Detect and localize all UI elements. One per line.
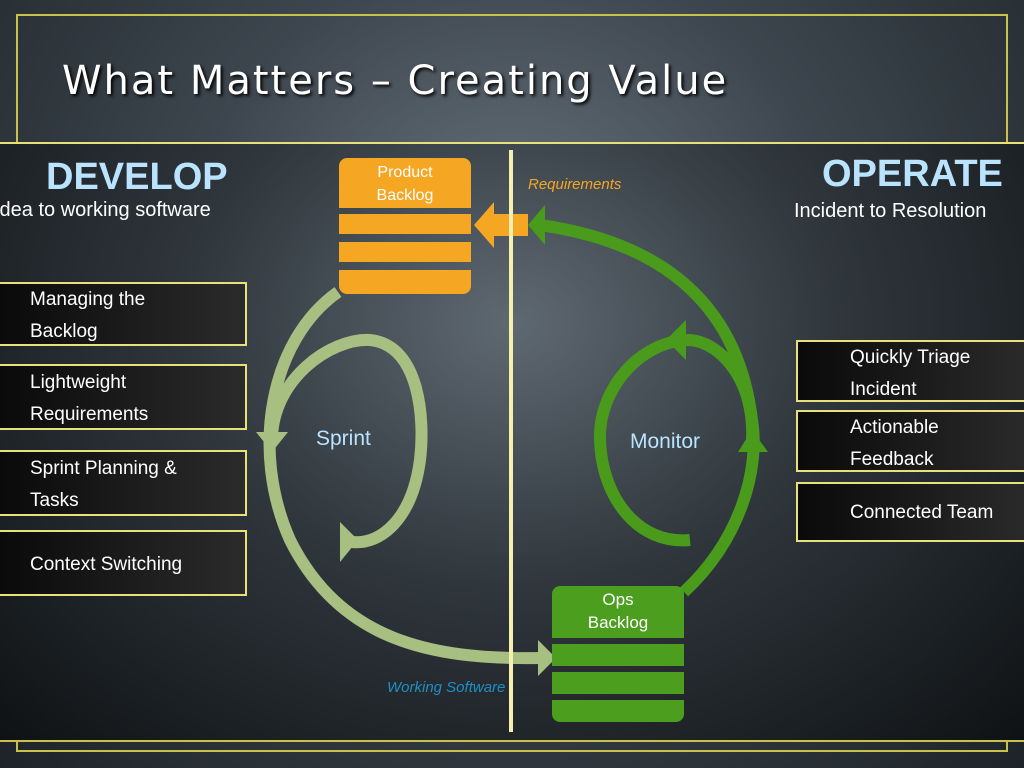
develop-item-label: Managing the Backlog	[30, 289, 146, 342]
working-software-label: Working Software	[387, 679, 506, 696]
operate-item-label: Connected Team	[850, 502, 994, 523]
product-backlog-block: Product Backlog	[339, 158, 471, 296]
ops-backlog-block: Ops Backlog	[552, 586, 684, 724]
operate-item-label: Quickly Triage Incident	[850, 347, 971, 400]
develop-heading: DEVELOP	[46, 156, 228, 198]
requirements-label: Requirements	[528, 176, 622, 193]
requirements-arrowhead	[474, 202, 494, 248]
monitor-cycle-arrow	[593, 333, 759, 547]
develop-item-label: Context Switching	[30, 554, 183, 575]
ops-backlog-label: Ops Backlog	[587, 590, 649, 632]
operate-item-box: Actionable Feedback	[796, 410, 1024, 472]
product-backlog-label: Product Backlog	[376, 164, 434, 204]
sprint-cycle-arrow	[266, 333, 428, 549]
develop-item-label: Lightweight Requirements	[30, 372, 149, 425]
develop-item-box: Lightweight Requirements	[0, 364, 247, 430]
develop-cycle-arrow	[263, 287, 541, 665]
sprint-label: Sprint	[316, 427, 371, 450]
develop-subtitle: Idea to working software	[0, 199, 211, 221]
develop-item-box: Context Switching	[0, 530, 247, 596]
slide-title: What Matters – Creating Value	[62, 58, 729, 104]
operate-heading: OPERATE	[822, 153, 1003, 195]
sprint-arrowhead	[340, 522, 358, 562]
operate-item-box: Connected Team	[796, 482, 1024, 542]
develop-item-box: Managing the Backlog	[0, 282, 247, 346]
working-software-arrowhead	[538, 640, 556, 676]
monitor-arrowhead	[666, 320, 686, 360]
operate-item-label: Actionable Feedback	[850, 417, 939, 470]
develop-item-label: Sprint Planning & Tasks	[30, 458, 177, 511]
operate-subtitle: Incident to Resolution	[794, 200, 987, 222]
divider-line	[509, 150, 513, 732]
monitor-label: Monitor	[630, 430, 701, 453]
develop-item-box: Sprint Planning & Tasks	[0, 450, 247, 516]
operate-item-box: Quickly Triage Incident	[796, 340, 1024, 402]
develop-down-arrowhead	[256, 432, 288, 452]
operate-up-arrowhead	[738, 430, 768, 452]
requirements-arrowhead-green	[528, 205, 545, 245]
